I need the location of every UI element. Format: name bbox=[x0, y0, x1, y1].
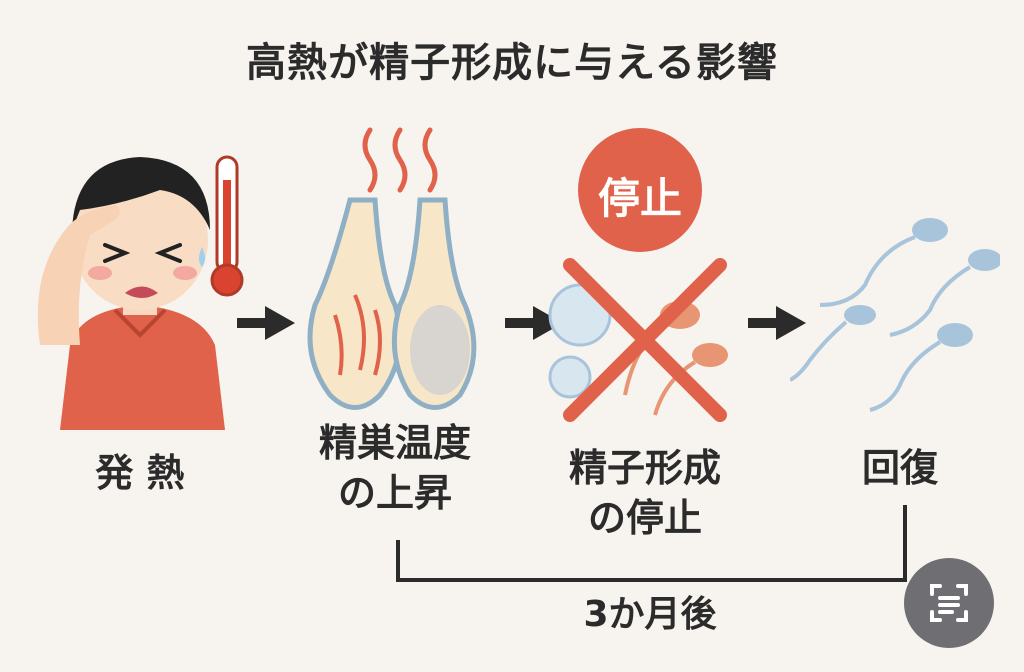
testes-icon bbox=[307, 127, 477, 410]
arrow-right-icon bbox=[748, 306, 806, 340]
sperm-icon bbox=[790, 218, 1000, 412]
thermometer-icon bbox=[210, 155, 244, 297]
stage-label-recovery: 回復 bbox=[861, 446, 938, 490]
scan-icon bbox=[930, 584, 968, 622]
arrow-right-icon bbox=[237, 306, 295, 340]
scan-button[interactable] bbox=[904, 558, 994, 648]
stop-cross-icon bbox=[548, 128, 728, 422]
heat-waves-icon bbox=[362, 127, 438, 193]
duration-label: 3か月後 bbox=[583, 594, 717, 635]
stage-label-fever: 発 熱 bbox=[95, 451, 185, 495]
stage-label-testis-temp: 精巣温度 の上昇 bbox=[318, 421, 471, 515]
stage-label-spermatogenesis-stop: 精子形成 の停止 bbox=[568, 446, 721, 540]
page-title: 高熱が精子形成に与える影響 bbox=[246, 40, 778, 86]
person-fever-icon bbox=[37, 155, 244, 430]
arrow-right-icon bbox=[505, 306, 563, 340]
stop-badge: 停止 bbox=[597, 174, 682, 223]
